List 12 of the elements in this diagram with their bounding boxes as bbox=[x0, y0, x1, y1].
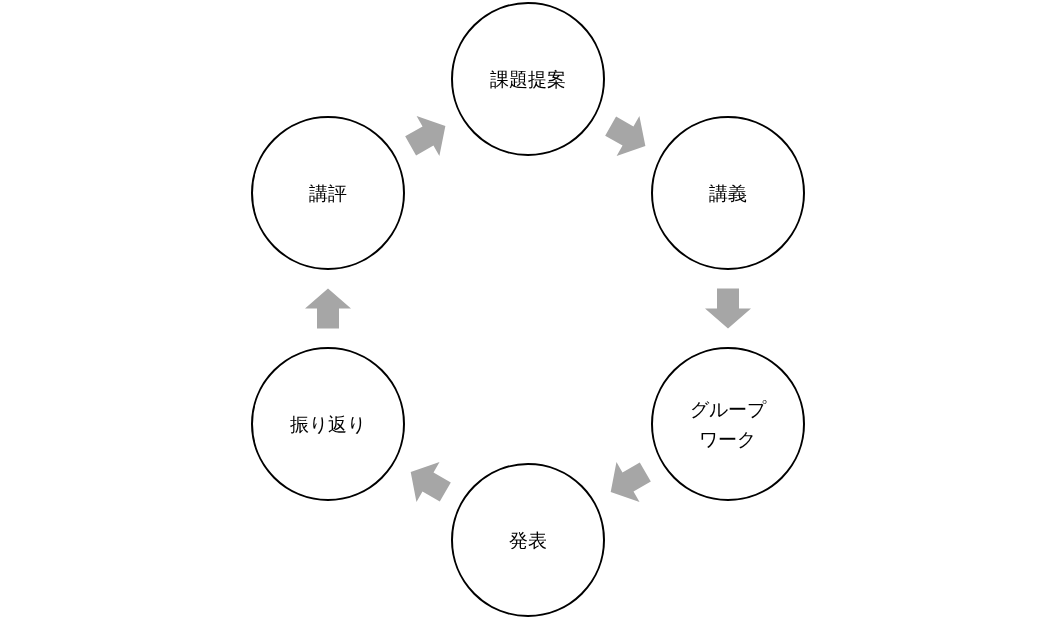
node-label: 課題提案 bbox=[490, 66, 566, 92]
block-arrow bbox=[705, 288, 751, 329]
node-label: グループワーク bbox=[689, 396, 768, 452]
block-arrow bbox=[405, 116, 446, 156]
node-label: 講評 bbox=[309, 180, 347, 206]
block-arrow bbox=[305, 288, 351, 329]
node-label: 振り返り bbox=[290, 411, 366, 437]
node-label: 発表 bbox=[509, 527, 547, 553]
block-arrow bbox=[610, 462, 651, 502]
block-arrow bbox=[410, 462, 451, 502]
node-label: 講義 bbox=[709, 180, 747, 206]
block-arrow bbox=[605, 116, 646, 156]
